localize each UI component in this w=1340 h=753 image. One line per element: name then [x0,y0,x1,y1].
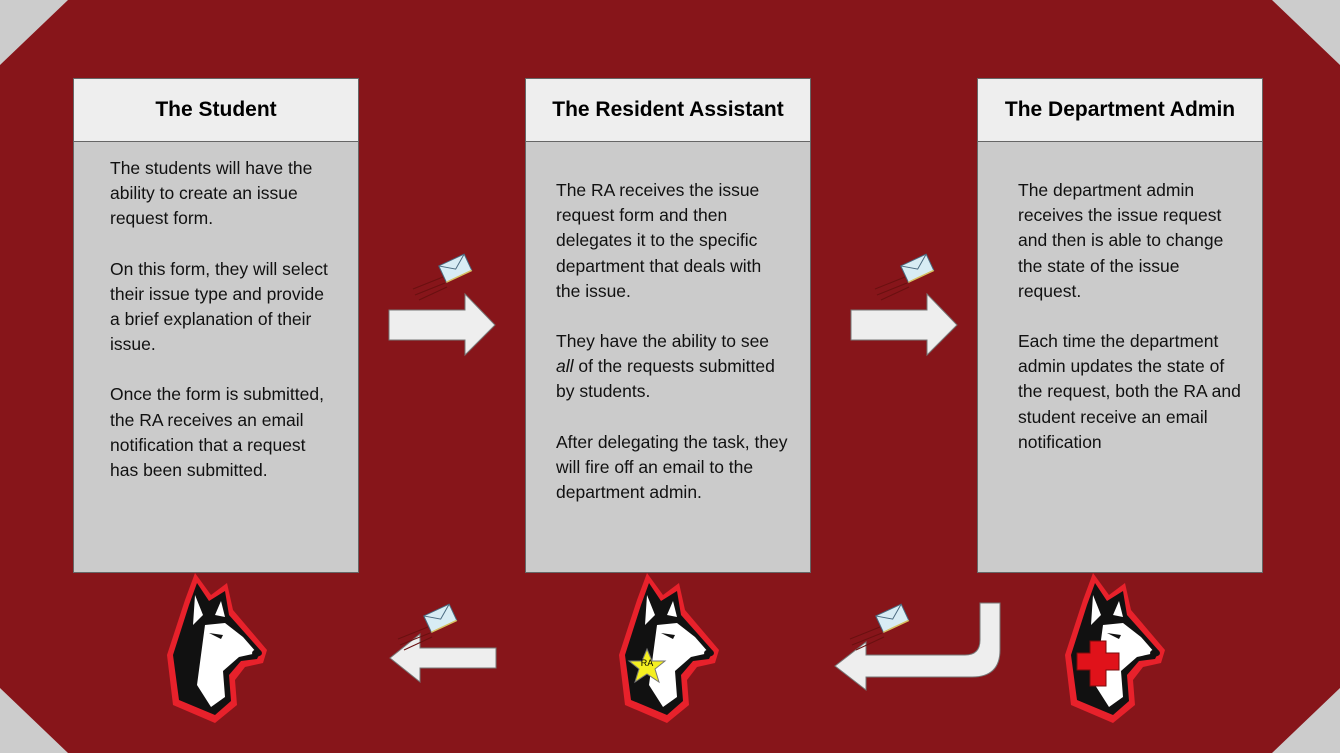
card-text: After delegating the task, they will fir… [556,431,788,503]
card-text: Once the form is submitted, the RA recei… [110,384,324,481]
husky-mascot-icon [1065,573,1165,723]
card-title: The Resident Assistant [526,79,810,142]
card-title: The Department Admin [978,79,1262,142]
card-text: The department admin receives the issue … [1018,180,1224,301]
student-card: The Student The students will have the a… [73,78,359,573]
arrow-right-icon [850,292,958,357]
arrow-right-icon [388,292,496,357]
card-text: The RA receives the issue request form a… [556,180,762,301]
resident-assistant-card: The Resident Assistant The RA receives t… [525,78,811,573]
card-text-emphasis: all [556,356,574,377]
husky-mascot-icon [167,573,267,723]
card-text: They have the ability to see all of the … [556,329,790,405]
red-cross-icon [1076,640,1120,687]
card-title: The Student [74,79,358,142]
card-text-part: of the requests submitted by students. [556,356,775,402]
card-text-part: They have the ability to see [556,331,770,352]
card-text: The students will have the ability to cr… [110,158,313,229]
arrow-left-icon [389,632,497,684]
arrow-hook-left-icon [834,602,1001,692]
husky-mascot-icon [619,573,719,723]
star-icon [627,647,667,684]
department-admin-card: The Department Admin The department admi… [977,78,1263,573]
ra-badge-label: RA [640,658,654,668]
card-text: Each time the department admin updates t… [1018,331,1241,452]
card-text: On this form, they will select their iss… [110,258,328,355]
